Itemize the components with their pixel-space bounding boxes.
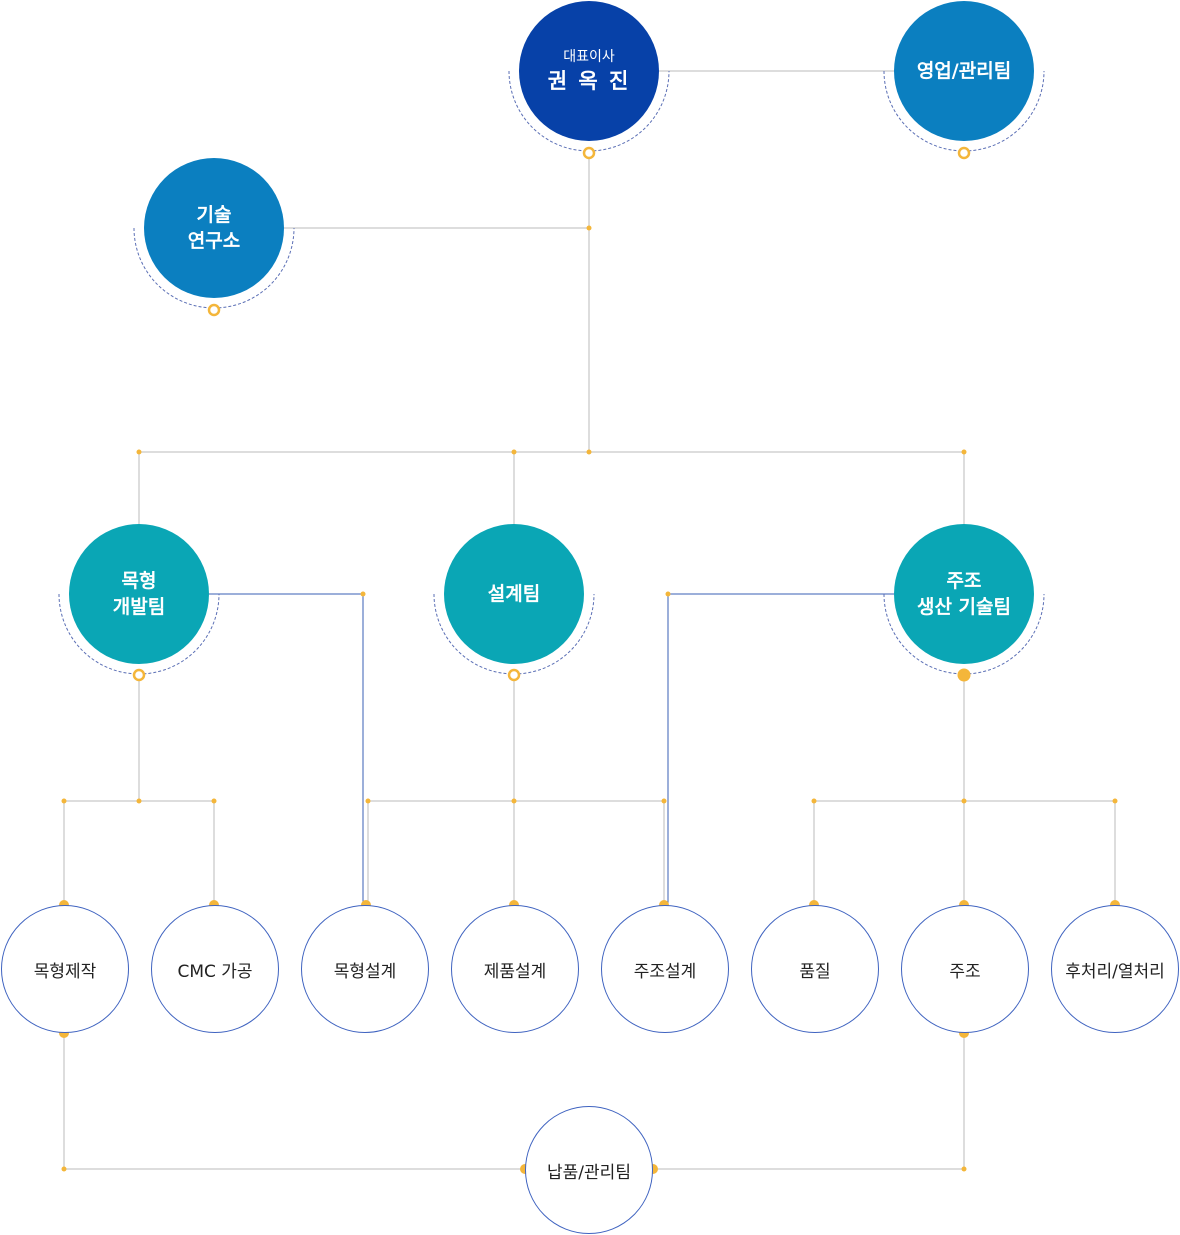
research-lab-node[interactable]: 기술 연구소: [144, 158, 284, 298]
small-junction-dot: [586, 225, 592, 231]
dept3-junction-marker: [957, 668, 971, 682]
design-team-line1: 설계팀: [487, 583, 541, 605]
small-junction-dot: [661, 798, 667, 804]
ceo-name: 권 옥 진: [547, 69, 631, 93]
unit-label: 주조설계: [633, 961, 697, 982]
unit-label: 주조: [949, 961, 981, 982]
unit-label: 제품설계: [483, 961, 547, 982]
small-junction-dot: [360, 591, 366, 597]
small-junction-dot: [511, 449, 517, 455]
pattern-dev-team-line2: 개발팀: [112, 596, 166, 618]
pattern-dev-team-line1: 목형: [121, 570, 157, 592]
small-junction-dot: [61, 798, 67, 804]
small-junction-dot: [961, 798, 967, 804]
ceo-junction-marker: [582, 146, 596, 160]
ceo-title: 대표이사: [563, 49, 615, 65]
small-junction-dot: [136, 798, 142, 804]
unit-post-heat-treatment[interactable]: 후처리/열처리: [1051, 905, 1179, 1033]
unit-label: 품질: [799, 961, 831, 982]
sales-team-node[interactable]: 영업/관리팀: [894, 1, 1034, 141]
unit-label: CMC 가공: [177, 961, 253, 982]
small-junction-dot: [961, 1166, 967, 1172]
research-lab-line2: 연구소: [187, 230, 241, 252]
unit-casting-design[interactable]: 주조설계: [601, 905, 729, 1033]
sales-team-label: 영업/관리팀: [916, 60, 1012, 82]
pattern-dev-team-node[interactable]: 목형 개발팀: [69, 524, 209, 664]
design-team-node[interactable]: 설계팀: [444, 524, 584, 664]
casting-tech-team-line2: 생산 기술팀: [916, 596, 1011, 618]
unit-pattern-making[interactable]: 목형제작: [1, 905, 129, 1033]
small-junction-dot: [665, 591, 671, 597]
small-junction-dot: [136, 449, 142, 455]
casting-tech-team-line1: 주조: [946, 570, 982, 592]
research-junction-marker: [207, 303, 221, 317]
unit-pattern-design[interactable]: 목형설계: [301, 905, 429, 1033]
unit-label: 목형제작: [33, 961, 97, 982]
small-junction-dot: [811, 798, 817, 804]
small-junction-dot: [586, 449, 592, 455]
delivery-team-node[interactable]: 납품/관리팀: [525, 1106, 653, 1234]
small-junction-dot: [511, 798, 517, 804]
unit-label: 후처리/열처리: [1065, 961, 1165, 982]
unit-casting[interactable]: 주조: [901, 905, 1029, 1033]
unit-label: 목형설계: [333, 961, 397, 982]
small-junction-dot: [1112, 798, 1118, 804]
dept1-junction-marker: [132, 668, 146, 682]
sales-junction-marker: [957, 146, 971, 160]
research-lab-line1: 기술: [196, 204, 232, 226]
small-junction-dot: [365, 798, 371, 804]
unit-cmc-machining[interactable]: CMC 가공: [151, 905, 279, 1033]
dept2-junction-marker: [507, 668, 521, 682]
small-junction-dot: [211, 798, 217, 804]
delivery-team-label: 납품/관리팀: [547, 1162, 631, 1183]
ceo-node[interactable]: 대표이사 권 옥 진: [519, 1, 659, 141]
small-junction-dot: [61, 1166, 67, 1172]
casting-tech-team-node[interactable]: 주조 생산 기술팀: [894, 524, 1034, 664]
small-junction-dot: [961, 449, 967, 455]
unit-quality[interactable]: 품질: [751, 905, 879, 1033]
unit-product-design[interactable]: 제품설계: [451, 905, 579, 1033]
